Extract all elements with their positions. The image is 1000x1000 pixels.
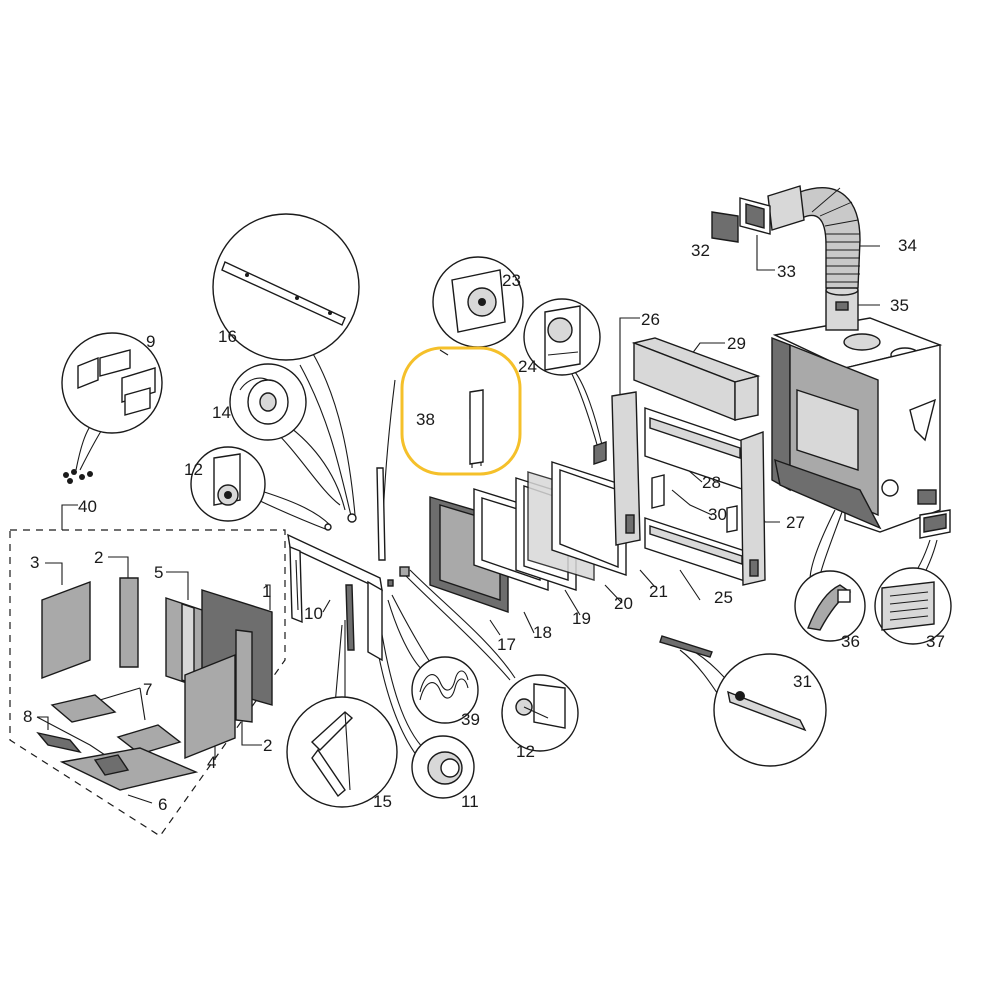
door-assembly	[429, 461, 627, 613]
side-panel-27	[740, 431, 766, 586]
flange-32-33	[711, 197, 771, 243]
callout-5: 5	[154, 563, 163, 582]
callout-30: 30	[708, 505, 727, 524]
callout-3: 3	[30, 553, 39, 572]
callout-39: 39	[461, 710, 480, 729]
callout-19: 19	[572, 609, 591, 628]
callout-28: 28	[702, 473, 721, 492]
callout-14: 14	[212, 403, 231, 422]
callout-11: 11	[461, 792, 479, 811]
callout-2a: 2	[94, 548, 103, 567]
detail-circle-36	[794, 570, 866, 642]
hinge-bars	[324, 467, 410, 651]
detail-circle-9	[61, 332, 163, 434]
callout-4: 4	[207, 753, 216, 772]
callout-20: 20	[614, 594, 633, 613]
callout-35: 35	[890, 296, 909, 315]
callout-33: 33	[777, 262, 796, 281]
callout-26: 26	[641, 310, 660, 329]
detail-circle-11	[411, 735, 475, 799]
callout-18: 18	[533, 623, 552, 642]
door-frame-10	[287, 533, 383, 662]
callout-23: 23	[502, 271, 521, 290]
side-panel-26	[611, 391, 641, 546]
callout-32: 32	[691, 241, 710, 260]
detail-circle-12-left	[190, 446, 266, 522]
firebox-liner-group	[9, 529, 286, 837]
callout-34: 34	[898, 236, 917, 255]
flue-collar-35	[825, 284, 859, 331]
callout-36: 36	[841, 632, 860, 651]
callout-2b: 2	[263, 736, 272, 755]
detail-circle-16	[212, 213, 360, 361]
callout-9: 9	[146, 332, 155, 351]
callout-12a: 12	[184, 460, 203, 479]
bar-31	[659, 635, 713, 658]
fireplace-body	[771, 317, 943, 533]
callout-38: 38	[416, 410, 435, 429]
callout-17: 17	[497, 635, 516, 654]
switch-24	[593, 441, 607, 465]
detail-circle-14	[229, 363, 307, 441]
callout-40: 40	[78, 497, 97, 516]
flex-duct-34	[767, 185, 861, 289]
detail-circle-39	[411, 656, 479, 724]
detail-circle-24	[523, 298, 601, 376]
detail-circle-23	[432, 256, 524, 348]
callout-8: 8	[23, 707, 32, 726]
callout-labels: 1 2 2 3 4 5 6 7 8 9 10 11 12 12 14 15 16…	[23, 236, 945, 814]
callout-16: 16	[218, 327, 237, 346]
callout-6: 6	[158, 795, 167, 814]
callout-12b: 12	[516, 742, 535, 761]
callout-27: 27	[786, 513, 805, 532]
callout-10: 10	[304, 604, 323, 623]
callout-15: 15	[373, 792, 392, 811]
callout-21: 21	[649, 582, 668, 601]
panel-28	[644, 407, 746, 491]
vent-37	[919, 509, 951, 539]
callout-24: 24	[518, 357, 537, 376]
callout-31: 31	[793, 672, 812, 691]
bracket-30	[651, 474, 738, 533]
baffle-29	[631, 337, 761, 422]
detail-circle-15	[286, 696, 398, 808]
hardware-screws-40	[63, 469, 93, 484]
callout-25: 25	[714, 588, 733, 607]
detail-circle-31	[713, 653, 827, 767]
callout-37: 37	[926, 632, 945, 651]
panel-25	[644, 517, 749, 583]
callout-29: 29	[727, 334, 746, 353]
detail-circle-12-bottom	[501, 674, 579, 752]
callout-1: 1	[262, 582, 271, 601]
callout-7: 7	[143, 680, 152, 699]
highlight-part-38	[400, 346, 522, 476]
detail-circle-37	[874, 567, 952, 645]
